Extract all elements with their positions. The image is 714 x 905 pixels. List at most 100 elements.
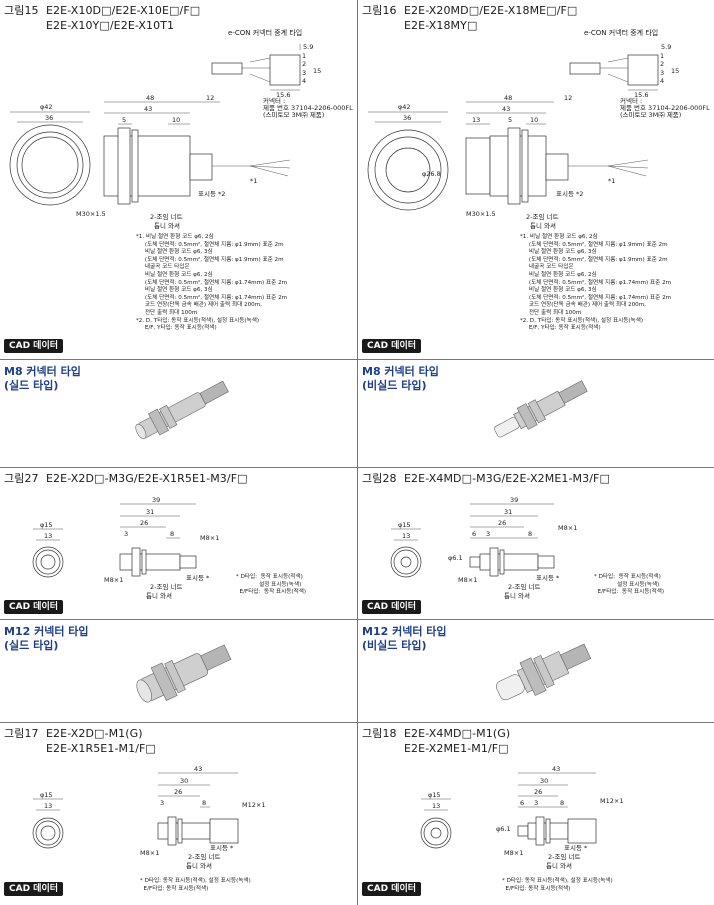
figure-title-line2: E2E-X2ME1-M1/F□ — [404, 742, 509, 755]
pin-3: 3 — [660, 69, 664, 77]
dim-m12-connector: M12×1 — [242, 801, 265, 809]
m12-shield-photo — [136, 644, 232, 703]
figure-label: 그림16 — [362, 4, 397, 17]
section-heading: M12 커넥터 타입 (비실드 타입) — [362, 625, 447, 653]
figure-17-notes: * D타입: 동작 표시등(적색), 설정 표시등(녹색) E/F타입: 동작 … — [140, 878, 251, 892]
dim-10: 10 — [530, 116, 538, 124]
row-divider-1 — [0, 359, 714, 360]
section-heading: M8 커넥터 타입 (실드 타입) — [4, 365, 81, 393]
dim-5: 5 — [508, 116, 512, 124]
side-view: 48 43 12 5 10 M30×1.5 표시등 *2 *1 2-조임 너트 … — [76, 94, 291, 230]
figure-title-line1: E2E-X20MD□/E2E-X18ME□/F□ — [404, 4, 578, 17]
dim-43: 43 — [502, 105, 510, 113]
dim-m8-thread: M8×1 — [504, 849, 523, 857]
dim-m30: M30×1.5 — [76, 210, 106, 218]
side-view: 48 43 12 13 5 10 M30×1.5 표시등 *2 *1 2-조임 … — [465, 94, 649, 230]
nut-callout: 2-조임 너트 — [526, 212, 558, 221]
cord-callout: *1 — [608, 177, 615, 185]
dim-8: 8 — [528, 530, 532, 538]
cad-data-button[interactable]: CAD 데이터 — [4, 600, 64, 614]
cad-data-button[interactable]: CAD 데이터 — [362, 882, 422, 896]
dim-13: 13 — [472, 116, 480, 124]
front-view: φ42 36 φ26.8 — [367, 103, 449, 211]
dim-26: 26 — [140, 519, 148, 527]
figure-28-notes: * D타입: 동작 표시등(적색) 설정 표시등(녹색) E/F타입: 동작 표… — [594, 574, 665, 596]
m8-unshield-photo — [494, 380, 588, 438]
cad-data-button[interactable]: CAD 데이터 — [362, 339, 422, 353]
dim-15-econ: 15 — [671, 67, 679, 75]
pin-2: 2 — [660, 60, 664, 68]
dim-36: 36 — [403, 114, 411, 122]
figure-title-line1: E2E-X2D□-M1(G) — [46, 727, 143, 740]
dim-15-6: 15.6 — [634, 91, 648, 99]
figure-15-drawing: 5.9 15 15.6 1 2 3 4 커넥터 :제품 번호 37104-220… — [9, 43, 353, 230]
dim-6: 6 — [472, 530, 476, 538]
figure-27-drawing: φ15 13 39 31 26 3 8 M8×1 M8×1 표시등 * 2-조임… — [32, 496, 219, 600]
cad-data-button[interactable]: CAD 데이터 — [4, 339, 64, 353]
m8-unshield-panel: M8 커넥터 타입 (비실드 타입) — [358, 360, 714, 467]
pin-1: 1 — [660, 52, 664, 60]
pin-1: 1 — [302, 52, 306, 60]
nut-callout: 2-조임 너트 — [150, 212, 182, 221]
nut-callout: 2-조임 너트 — [548, 852, 580, 861]
m8-shield-photo — [135, 380, 229, 440]
row-divider-3 — [0, 619, 714, 620]
figure-title-line2: E2E-X1R5E1-M1/F□ — [46, 742, 156, 755]
dim-26: 26 — [534, 788, 542, 796]
dim-31: 31 — [504, 508, 512, 516]
figure-28-drawing: φ15 13 39 31 26 6 3 8 φ6.1 M8×1 M8×1 표시등… — [390, 496, 577, 600]
dim-26: 26 — [498, 519, 506, 527]
section-heading: M12 커넥터 타입 (실드 타입) — [4, 625, 89, 653]
figure-15-notes: *1. 비닐 절연 환형 코드 φ6, 2심 (도체 단면적: 0.5mm², … — [136, 234, 288, 332]
dim-43: 43 — [194, 765, 202, 773]
figure-label: 그림18 — [362, 727, 397, 740]
connector-note-line: 커넥터 :제품 번호 37104-2206-000FL(스미토모 3M㈜ 제품) — [620, 96, 710, 119]
figure-17-drawing: φ15 13 43 30 26 3 8 M12×1 M8×1 표시등 * 2-조… — [32, 765, 265, 870]
row-divider-2 — [0, 467, 714, 468]
figure-title-line2: E2E-X18MY□ — [404, 19, 478, 32]
indicator-callout: 표시등 *2 — [556, 190, 583, 198]
dim-8: 8 — [170, 530, 174, 538]
pin-4: 4 — [660, 77, 664, 85]
figure-17-panel: 그림17 E2E-X2D□-M1(G) E2E-X1R5E1-M1/F□ φ15 … — [0, 723, 357, 905]
m8-shield-panel: M8 커넥터 타입 (실드 타입) — [0, 360, 357, 467]
figure-16-title: 그림16 E2E-X20MD□/E2E-X18ME□/F□ E2E-X18MY□ — [362, 3, 577, 33]
cad-data-button[interactable]: CAD 데이터 — [4, 882, 64, 896]
figure-label: 그림15 — [4, 4, 39, 17]
washer-callout: 톱니 와셔 — [546, 861, 572, 870]
dim-15-6: 15.6 — [276, 91, 290, 99]
washer-callout: 톱니 와셔 — [530, 221, 556, 230]
m12-unshield-photo — [496, 643, 592, 701]
dim-phi26-8: φ26.8 — [422, 170, 441, 178]
dim-phi15: φ15 — [428, 791, 441, 799]
figure-label: 그림17 — [4, 727, 39, 740]
section-heading-line1: M12 커넥터 타입 — [362, 625, 447, 638]
pin-4: 4 — [302, 77, 306, 85]
figure-label: 그림28 — [362, 472, 397, 485]
dim-13: 13 — [402, 532, 410, 540]
section-heading-line1: M12 커넥터 타입 — [4, 625, 89, 638]
dim-3: 3 — [486, 530, 490, 538]
figure-18-notes: * D타입: 동작 표시등(적색), 설정 표시등(녹색) E/F타입: 동작 … — [502, 878, 613, 892]
section-heading-line2: (비실드 타입) — [362, 639, 427, 652]
dim-m30: M30×1.5 — [466, 210, 496, 218]
figure-27-notes: * D타입: 동작 표시등(적색) 설정 표시등(녹색) E/F타입: 동작 표… — [236, 574, 307, 596]
washer-callout: 톱니 와셔 — [504, 591, 530, 600]
cad-data-button[interactable]: CAD 데이터 — [362, 600, 422, 614]
figure-title-line1: E2E-X4MD□-M3G/E2E-X2ME1-M3/F□ — [404, 472, 610, 485]
figure-16-notes: *1. 비닐 절연 환형 코드 φ6, 2심 (도체 단면적: 0.5mm², … — [520, 234, 672, 332]
econ-label: e-CON 커넥터 중계 타입 — [584, 29, 659, 37]
indicator-callout: 표시등 * — [536, 574, 560, 582]
dim-12: 12 — [206, 94, 214, 102]
econ-label: e-CON 커넥터 중계 타입 — [228, 29, 303, 37]
dim-48: 48 — [146, 94, 154, 102]
figure-17-title: 그림17 E2E-X2D□-M1(G) E2E-X1R5E1-M1/F□ — [4, 726, 156, 756]
dim-m12-connector: M12×1 — [600, 797, 623, 805]
dim-48: 48 — [504, 94, 512, 102]
pin-3: 3 — [302, 69, 306, 77]
